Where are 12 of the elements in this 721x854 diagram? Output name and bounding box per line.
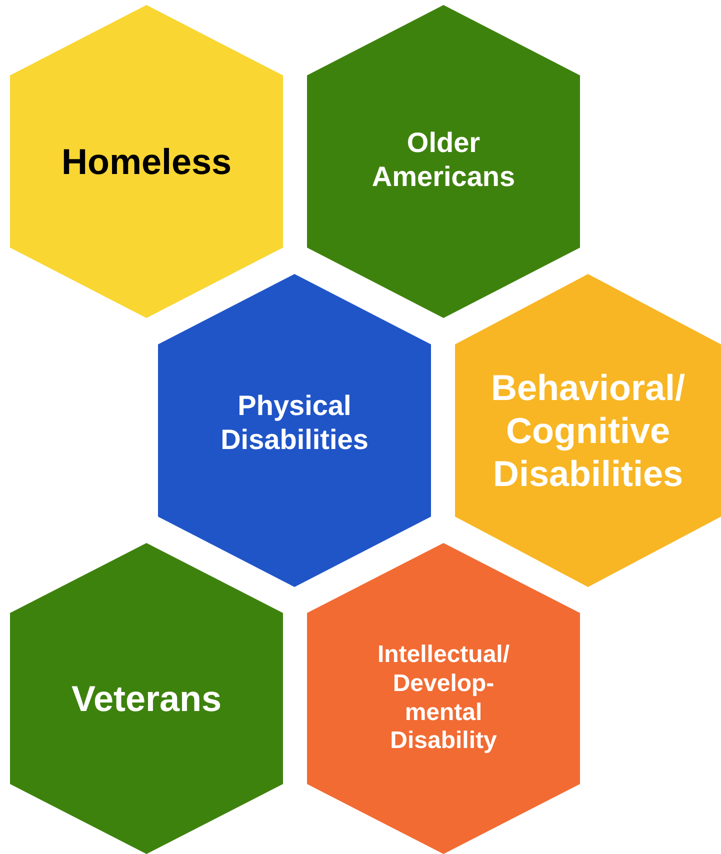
hexagon — [10, 5, 283, 318]
hexagon-label: Physical Disabilities — [220, 388, 370, 456]
hexagon-label: Behavioral/ Cognitive Disabilities — [490, 366, 686, 496]
hexagon — [307, 5, 580, 318]
hexagon — [307, 543, 580, 854]
hexagon — [158, 274, 431, 587]
hexagon-label: Intellectual/ Develop- mental Disability — [376, 640, 511, 756]
hexagon — [455, 274, 721, 587]
hexagon — [10, 543, 283, 854]
hexagon-label: Older Americans — [370, 126, 516, 194]
hexagon-label: Homeless — [61, 140, 232, 184]
hexagon-label: Veterans — [71, 676, 222, 720]
